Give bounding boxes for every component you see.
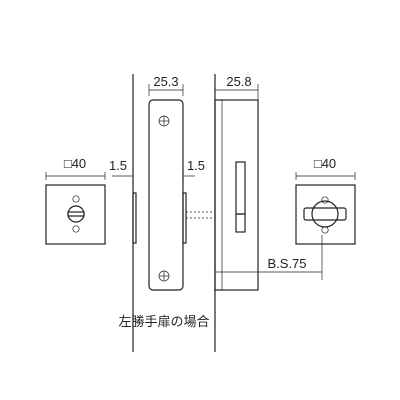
offset-left-label: 1.5	[109, 158, 127, 173]
offset-left-dimension: 1.5	[109, 158, 133, 177]
latch-bolt	[235, 213, 246, 233]
left-rose-plate	[45, 184, 106, 245]
backset-dimension: B.S.75	[215, 235, 323, 280]
thumbturn-base	[311, 200, 339, 228]
backset-label: B.S.75	[267, 256, 306, 271]
right-rose-plate	[295, 184, 356, 245]
caption: 左勝手扉の場合	[118, 314, 209, 330]
plate-width-left-label: 25.3	[153, 74, 178, 89]
screw-hole-top	[72, 195, 80, 203]
plate-width-right-label: 25.8	[226, 74, 251, 89]
lock-case-body	[214, 99, 259, 291]
screw-hole-bottom	[72, 225, 80, 233]
left-rose-edge	[132, 192, 137, 244]
rose-size-left-label: □40	[64, 156, 86, 171]
inside-screw-top	[321, 196, 329, 204]
right-rose-view: □40	[295, 156, 356, 245]
offset-right-label: 1.5	[187, 158, 205, 173]
lockcase-inside-view: 25.8	[214, 74, 259, 352]
lockcase-side-view: 25.3 1.5	[132, 74, 214, 352]
rose-size-right-label: □40	[314, 156, 336, 171]
face-plate	[148, 99, 184, 291]
right-rose-edge	[182, 192, 187, 244]
inside-screw-bottom	[321, 226, 329, 234]
indicator-slot	[67, 211, 85, 217]
indicator-knob	[67, 205, 85, 223]
left-rose-view: □40	[45, 156, 106, 245]
thumbturn-lever	[303, 207, 347, 221]
latch-window	[235, 161, 246, 215]
